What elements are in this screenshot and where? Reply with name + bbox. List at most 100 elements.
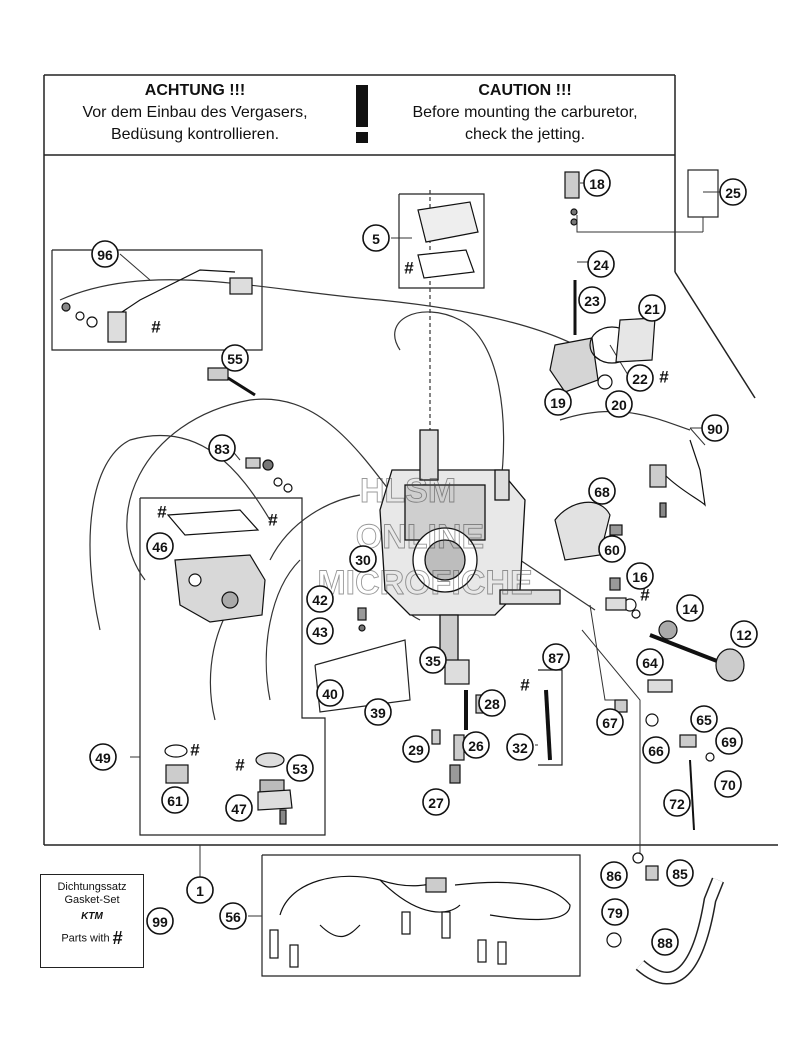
callout-circle xyxy=(349,545,377,573)
callout-number: 29 xyxy=(408,742,424,758)
callout-circle xyxy=(478,689,506,717)
cable-guide-parts xyxy=(609,577,715,831)
bowl-plug-parts xyxy=(164,744,293,825)
caution-german-line3: Bedüsung kontrollieren. xyxy=(110,126,280,143)
callout-99: 99 xyxy=(146,907,174,935)
watermark-line-1: HLSM xyxy=(360,472,456,510)
watermark-line-3: MICROFICHE xyxy=(317,564,532,602)
caution-german-title: ACHTUNG !!! xyxy=(144,82,246,99)
callout-circle xyxy=(600,861,628,889)
callout-circle xyxy=(638,294,666,322)
callout-circle xyxy=(588,477,616,505)
callout-circle xyxy=(161,786,189,814)
hash-mark: # xyxy=(520,676,530,695)
callout-circle xyxy=(676,594,704,622)
callout-circle xyxy=(89,743,117,771)
caution-german-line2: Vor dem Einbau des Vergasers, xyxy=(82,104,308,121)
callout-64: 64 xyxy=(636,648,664,676)
callout-circle xyxy=(462,731,490,759)
callout-circle xyxy=(306,585,334,613)
box-49-float-bowl xyxy=(139,497,326,836)
callout-number: 88 xyxy=(657,935,673,951)
callout-number: 53 xyxy=(292,761,308,777)
callout-number: 18 xyxy=(589,176,605,192)
gasket-box-line1: Dichtungssatz xyxy=(57,881,127,893)
callout-30: 30 xyxy=(349,545,377,573)
callout-circle xyxy=(719,178,747,206)
callout-47: 47 xyxy=(225,794,253,822)
callout-circle xyxy=(146,532,174,560)
callout-32: 32 xyxy=(506,733,534,761)
callout-55: 55 xyxy=(221,344,249,372)
hash-mark: # xyxy=(640,586,650,605)
hash-mark: # xyxy=(659,368,669,387)
callout-22: 22 xyxy=(626,364,654,392)
callout-number: 32 xyxy=(512,740,528,756)
hash-mark: # xyxy=(157,503,167,522)
callout-87: 87 xyxy=(542,643,570,671)
callout-number: 67 xyxy=(602,715,618,731)
callout-number: 21 xyxy=(644,301,660,317)
callout-29: 29 xyxy=(402,735,430,763)
callout-number: 60 xyxy=(604,542,620,558)
callout-circle xyxy=(666,859,694,887)
callout-circle xyxy=(583,169,611,197)
callout-79: 79 xyxy=(601,898,629,926)
callout-circle xyxy=(605,390,633,418)
callout-21: 21 xyxy=(638,294,666,322)
callout-16: 16 xyxy=(626,562,654,590)
callout-68: 68 xyxy=(588,477,616,505)
callout-circle xyxy=(626,364,654,392)
callout-circle xyxy=(715,727,743,755)
callout-85: 85 xyxy=(666,859,694,887)
callout-number: 49 xyxy=(95,750,111,766)
gasket-box-hash: # xyxy=(112,928,123,948)
callout-circle xyxy=(186,876,214,904)
callout-39: 39 xyxy=(364,698,392,726)
callout-96: 96 xyxy=(91,240,119,268)
callout-56: 56 xyxy=(219,902,247,930)
idle-screw-part xyxy=(207,367,256,397)
callout-number: 99 xyxy=(152,914,168,930)
callout-number: 55 xyxy=(227,351,243,367)
callout-27: 27 xyxy=(422,788,450,816)
callout-number: 83 xyxy=(214,441,230,457)
callout-number: 85 xyxy=(672,866,688,882)
callout-number: 14 xyxy=(682,601,698,617)
callout-53: 53 xyxy=(286,754,314,782)
fuel-screw-part xyxy=(245,457,293,493)
callout-88: 88 xyxy=(651,928,679,956)
callout-circle xyxy=(730,620,758,648)
callout-circle xyxy=(221,344,249,372)
callout-number: 72 xyxy=(669,796,685,812)
callout-circle xyxy=(663,789,691,817)
callout-number: 68 xyxy=(594,484,610,500)
callout-number: 25 xyxy=(725,185,741,201)
callout-83: 83 xyxy=(208,434,236,462)
callout-circle xyxy=(91,240,119,268)
callout-40: 40 xyxy=(316,679,344,707)
callout-circle xyxy=(601,898,629,926)
callout-26: 26 xyxy=(462,731,490,759)
callout-circle xyxy=(596,708,624,736)
callout-number: 66 xyxy=(648,743,664,759)
callout-number: 70 xyxy=(720,777,736,793)
callout-number: 65 xyxy=(696,712,712,728)
callout-circle xyxy=(701,414,729,442)
callout-67: 67 xyxy=(596,708,624,736)
callout-number: 96 xyxy=(97,247,113,263)
callout-number: 47 xyxy=(231,801,247,817)
gasket-box-parts: Parts with # xyxy=(41,928,143,949)
callout-number: 5 xyxy=(372,231,380,247)
callout-circle xyxy=(419,646,447,674)
filter-cover-part xyxy=(417,201,479,279)
callout-number: 35 xyxy=(425,653,441,669)
gasket-box-parts-label: Parts with xyxy=(61,932,110,945)
hash-mark: # xyxy=(235,756,245,775)
callout-65: 65 xyxy=(690,705,718,733)
overflow-hose-part xyxy=(606,852,725,985)
callout-circle xyxy=(422,788,450,816)
